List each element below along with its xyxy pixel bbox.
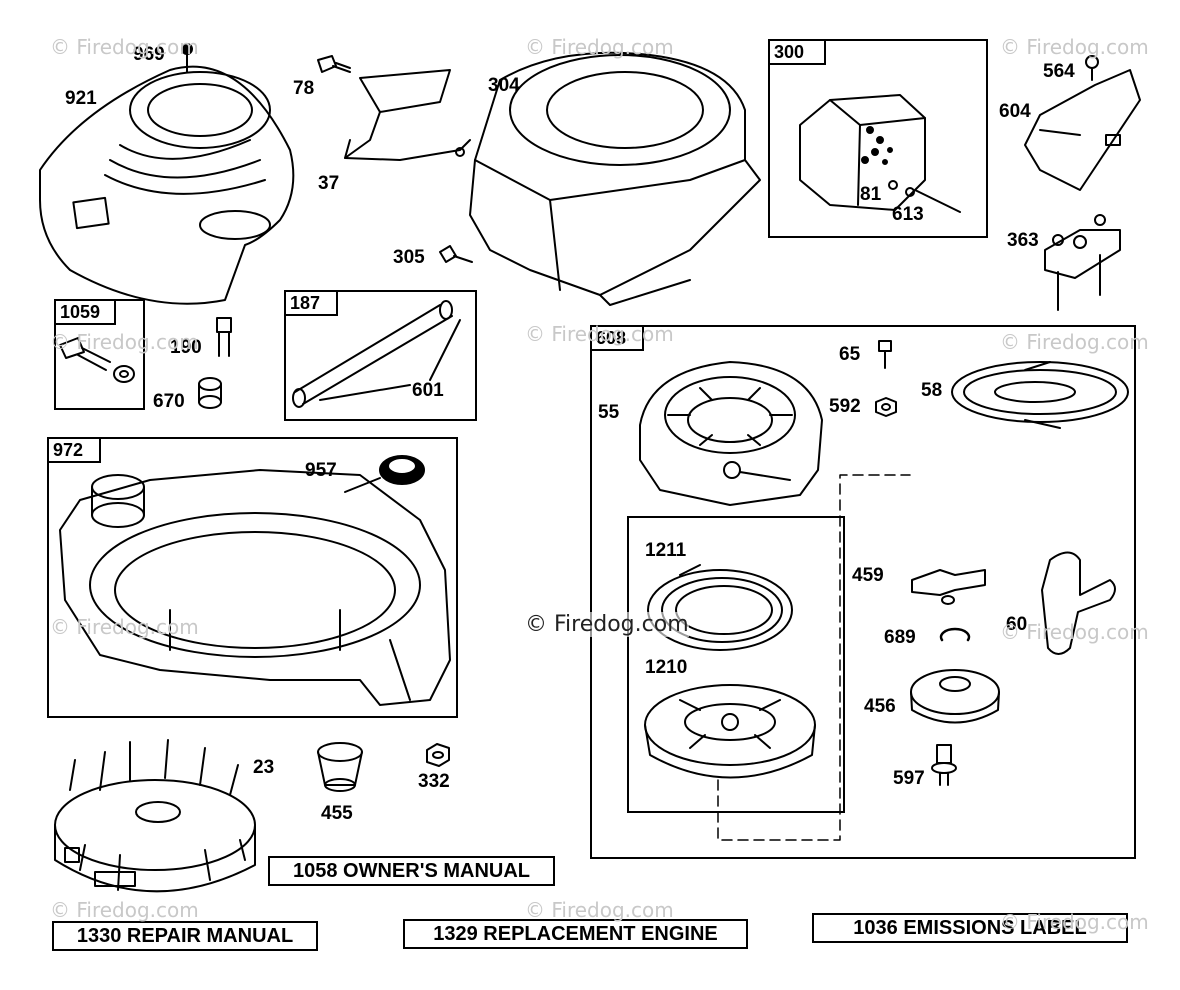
part-label-597: 597 bbox=[893, 768, 925, 789]
watermark-top-left: © Firedog.com bbox=[50, 35, 199, 59]
emissions-label: 1036 EMISSIONS LABEL bbox=[812, 913, 1128, 943]
watermark-mid-left: © Firedog.com bbox=[50, 330, 199, 354]
replacement-engine-label: 1329 REPLACEMENT ENGINE bbox=[403, 919, 748, 949]
watermark-low-right: © Firedog.com bbox=[1000, 620, 1149, 644]
nut-592 bbox=[875, 397, 897, 417]
part-label-65: 65 bbox=[839, 344, 861, 365]
rope-58 bbox=[951, 361, 1129, 429]
bolt-1059 bbox=[59, 337, 135, 383]
cup-455 bbox=[317, 742, 363, 792]
watermark-center: © Firedog.com bbox=[525, 612, 689, 637]
part-label-37: 37 bbox=[318, 173, 340, 194]
part-label-304: 304 bbox=[488, 75, 520, 96]
part-label-305: 305 bbox=[393, 247, 425, 268]
flywheel-23 bbox=[54, 739, 256, 893]
box-187 bbox=[284, 290, 477, 421]
box-300 bbox=[768, 39, 988, 238]
handle-60 bbox=[1041, 551, 1116, 655]
box-label-187: 187 bbox=[284, 290, 338, 316]
part-label-60: 60 bbox=[1006, 614, 1028, 635]
part-label-190: 190 bbox=[170, 337, 202, 358]
pawl-459 bbox=[911, 569, 986, 605]
watermark-top-center: © Firedog.com bbox=[525, 35, 674, 59]
box-1210-1211 bbox=[627, 516, 845, 813]
box-label-300: 300 bbox=[768, 39, 826, 65]
part-label-604: 604 bbox=[999, 101, 1031, 122]
spacer-670 bbox=[198, 377, 222, 409]
screw-65 bbox=[878, 340, 892, 369]
part-label-58: 58 bbox=[921, 380, 943, 401]
part-label-78: 78 bbox=[293, 78, 315, 99]
part-label-1210: 1210 bbox=[645, 657, 688, 678]
part-label-564: 564 bbox=[1043, 61, 1075, 82]
box-608 bbox=[590, 325, 1136, 859]
dashed-leaders bbox=[717, 474, 911, 841]
part-label-1211: 1211 bbox=[645, 540, 687, 561]
part-label-55: 55 bbox=[598, 402, 620, 423]
part-label-957: 957 bbox=[305, 460, 337, 481]
watermark-bottom-center: © Firedog.com bbox=[525, 898, 674, 922]
nut-332 bbox=[426, 743, 450, 767]
watermark-bottom-left: © Firedog.com bbox=[50, 898, 199, 922]
engine-cover-921 bbox=[39, 65, 295, 305]
starter-housing-55 bbox=[639, 361, 823, 506]
stud-190 bbox=[216, 317, 232, 357]
part-label-613: 613 bbox=[892, 204, 924, 225]
watermark-mid-right: © Firedog.com bbox=[1000, 330, 1149, 354]
part-label-363: 363 bbox=[1007, 230, 1039, 251]
part-label-332: 332 bbox=[418, 771, 450, 792]
heat-shield-604 bbox=[1024, 55, 1141, 191]
part-label-601: 601 bbox=[412, 380, 444, 401]
watermark-mid-center: © Firedog.com bbox=[525, 322, 674, 346]
screw-78 bbox=[317, 55, 351, 73]
watermark-top-right: © Firedog.com bbox=[1000, 35, 1149, 59]
baffle-37 bbox=[344, 69, 471, 161]
part-label-456: 456 bbox=[864, 696, 896, 717]
box-972 bbox=[47, 437, 458, 718]
screw-969 bbox=[181, 43, 193, 73]
repair-manual-label: 1330 REPAIR MANUAL bbox=[52, 921, 318, 951]
part-label-459: 459 bbox=[852, 565, 884, 586]
part-label-592: 592 bbox=[829, 396, 861, 417]
part-label-81: 81 bbox=[860, 184, 882, 205]
ratchet-456 bbox=[910, 669, 1000, 724]
blower-housing-304 bbox=[469, 51, 761, 306]
fuel-tank-972 bbox=[59, 469, 451, 706]
part-label-23: 23 bbox=[253, 757, 275, 778]
screw-305 bbox=[439, 245, 473, 263]
pulley-1210 bbox=[644, 684, 816, 779]
part-label-921: 921 bbox=[65, 88, 97, 109]
part-label-689: 689 bbox=[884, 627, 916, 648]
box-label-1059: 1059 bbox=[54, 299, 116, 325]
bracket-363 bbox=[1044, 214, 1121, 311]
screw-597 bbox=[931, 744, 957, 786]
part-label-969: 969 bbox=[133, 44, 165, 65]
owners-manual-label: 1058 OWNER'S MANUAL bbox=[268, 856, 555, 886]
muffler-300 bbox=[799, 94, 961, 213]
tube-601 bbox=[292, 300, 461, 408]
fuel-cap-957 bbox=[344, 455, 425, 493]
box-label-608: 608 bbox=[590, 325, 644, 351]
part-label-670: 670 bbox=[153, 391, 185, 412]
watermark-low-left: © Firedog.com bbox=[50, 615, 199, 639]
clip-689 bbox=[939, 627, 971, 642]
watermark-bottom-right: © Firedog.com bbox=[1000, 910, 1149, 934]
part-label-455: 455 bbox=[321, 803, 353, 824]
spring-1211 bbox=[647, 564, 793, 651]
box-label-972: 972 bbox=[47, 437, 101, 463]
